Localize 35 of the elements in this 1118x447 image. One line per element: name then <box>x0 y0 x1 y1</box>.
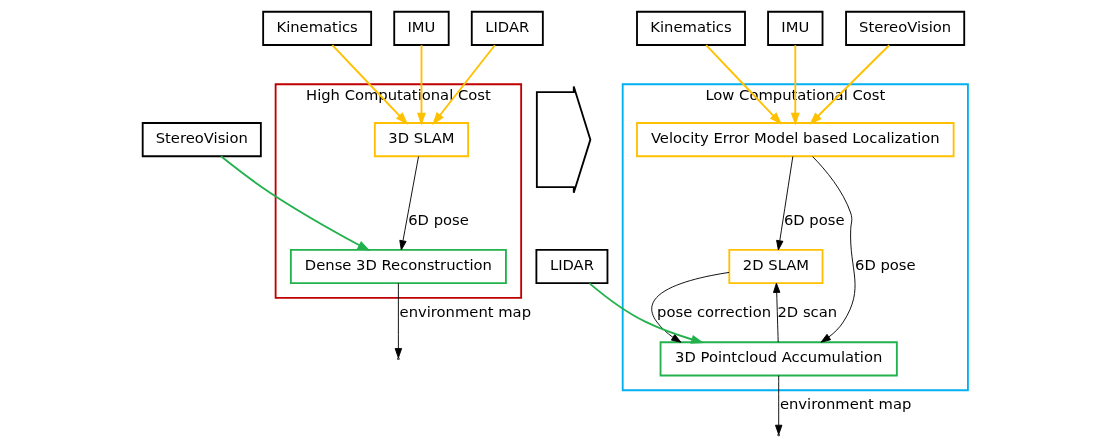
arrow <box>705 44 783 125</box>
arrow <box>651 271 730 343</box>
node-box: StereoVision <box>141 122 262 158</box>
arrow <box>394 282 403 359</box>
node-box: StereoVision <box>845 10 966 46</box>
node-box: IMU <box>767 10 824 46</box>
edge-label: 6D pose <box>408 210 469 228</box>
node-box: 3D Pointcloud Accumulation <box>659 341 898 377</box>
node-box: Velocity Error Model based Localization <box>636 122 955 158</box>
edge-label: 6D pose <box>855 256 916 274</box>
arrow <box>432 44 496 125</box>
edge-label: 2D scan <box>777 303 838 321</box>
node-box: 2D SLAM <box>728 249 824 285</box>
arrow <box>220 155 371 252</box>
edge-label: environment map <box>399 303 532 321</box>
node-box: LIDAR <box>470 10 544 46</box>
arrow <box>776 155 794 251</box>
node-box: Dense 3D Reconstruction <box>289 249 507 285</box>
node-box: 3D SLAM <box>373 122 469 158</box>
arrow <box>809 44 891 125</box>
arrow <box>812 156 856 343</box>
node-box: IMU <box>393 10 450 46</box>
arrow <box>399 155 419 251</box>
edge-label: pose correction <box>657 303 772 321</box>
arrow <box>588 282 705 344</box>
edge-label: 6D pose <box>783 210 845 228</box>
arrow <box>790 44 800 126</box>
arrow <box>416 44 426 126</box>
arrow <box>773 282 781 343</box>
arrow <box>775 375 783 435</box>
node-box: LIDAR <box>535 249 609 285</box>
node-box: Kinematics <box>262 10 373 46</box>
node-arrow <box>535 85 592 194</box>
node-box: Kinematics <box>636 10 746 46</box>
edge-label: environment map <box>779 395 912 413</box>
